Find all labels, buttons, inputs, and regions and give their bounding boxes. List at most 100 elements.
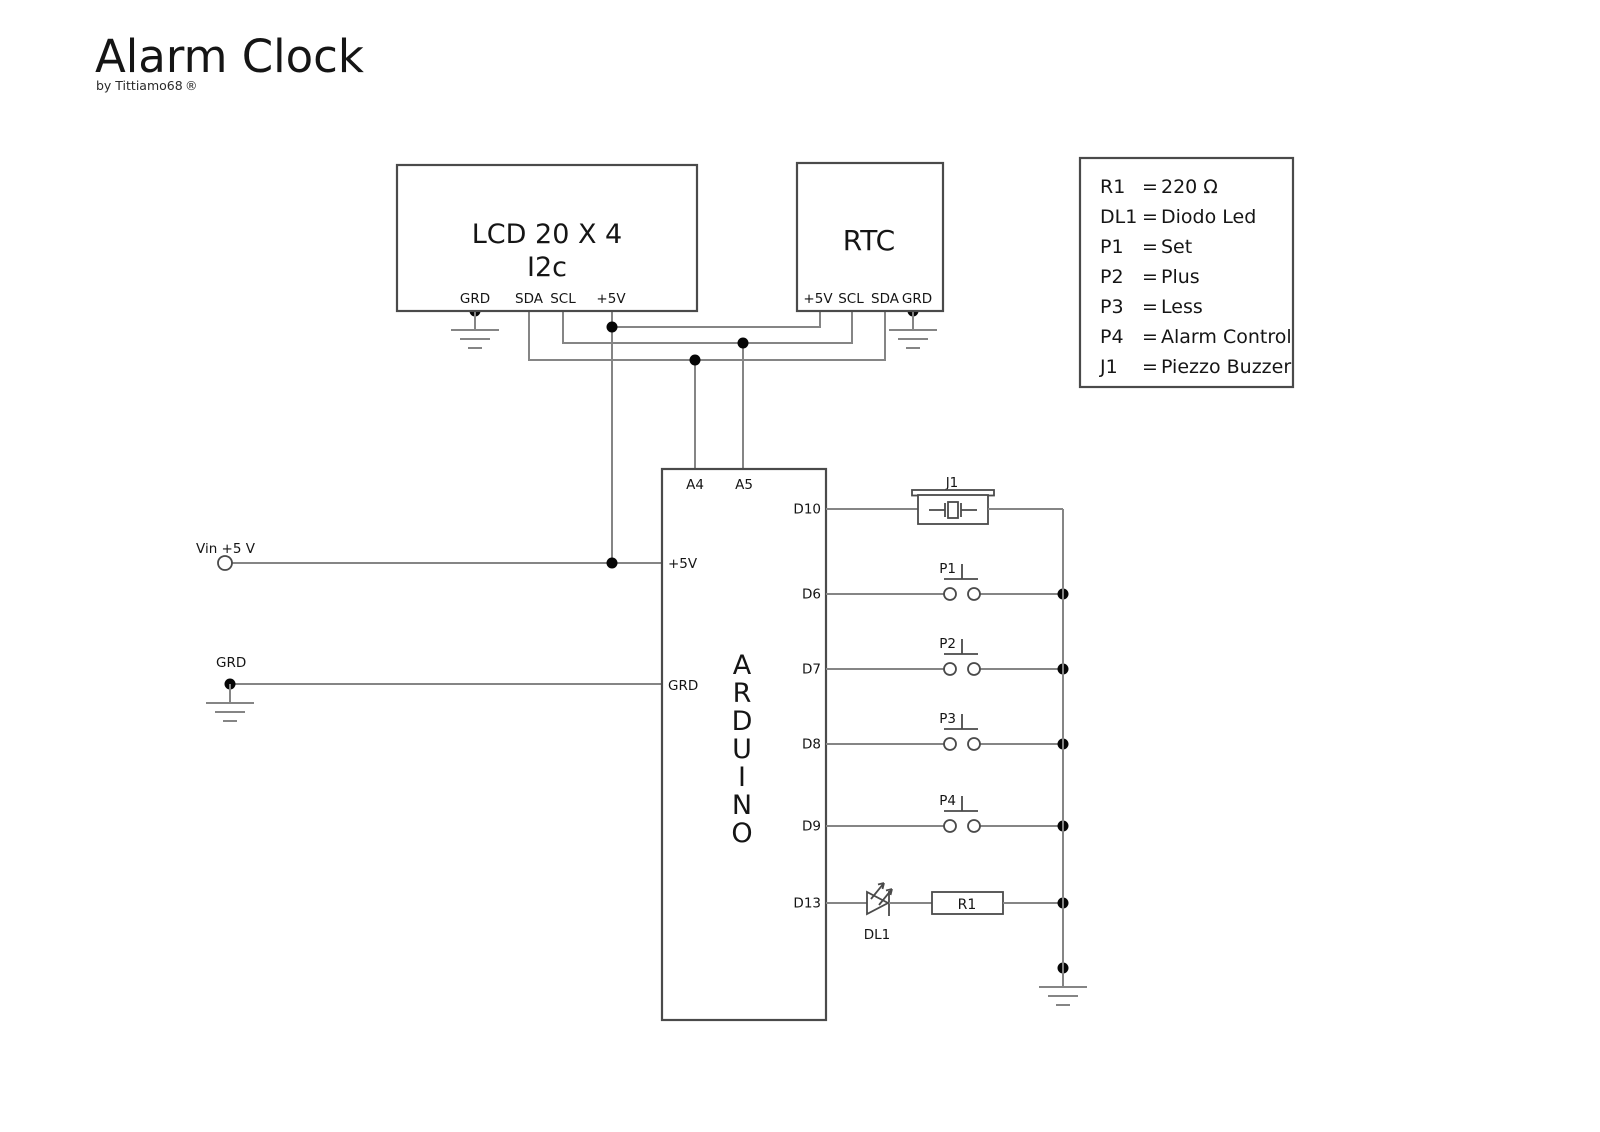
arduino-pin-d10: D10 — [793, 502, 821, 518]
arduino-letter: D — [732, 706, 753, 737]
legend-eq: = — [1142, 266, 1158, 288]
grd-input: GRD — [216, 655, 246, 671]
ground-icon — [206, 684, 254, 722]
arduino-pin-grd: GRD — [668, 678, 698, 694]
button-label: P2 — [939, 636, 956, 652]
led-dl1: DL1 — [826, 882, 932, 943]
resistor-label: R1 — [958, 897, 977, 913]
rtc-title: RTC — [843, 224, 895, 257]
lcd-title: LCD 20 X 4 — [472, 219, 622, 250]
led-label: DL1 — [864, 927, 891, 943]
lcd-pin-5v: +5V — [596, 291, 626, 307]
legend-name: P4 — [1100, 326, 1124, 348]
rtc-pin-scl: SCL — [838, 291, 864, 307]
lcd-pin-grd: GRD — [460, 291, 490, 307]
button-p3: P3 — [826, 711, 1069, 751]
rtc-module: RTC +5V SCL SDA GRD — [795, 161, 945, 313]
legend-name: DL1 — [1100, 206, 1137, 228]
lcd-pin-sda: SDA — [515, 291, 544, 307]
junction-dot — [606, 321, 618, 333]
legend-eq: = — [1142, 296, 1158, 318]
lcd-module: LCD 20 X 4 I2c GRD SDA SCL +5V — [395, 163, 699, 313]
wire-net-ground-left — [224, 678, 662, 690]
legend-value: Piezzo Buzzer — [1161, 356, 1291, 378]
legend-value: Less — [1161, 296, 1203, 318]
page-title: Alarm Clock — [95, 30, 364, 83]
rtc-box — [795, 161, 945, 313]
button-label: P4 — [939, 793, 956, 809]
button-actuator-icon — [944, 639, 978, 655]
junction-dot — [737, 337, 749, 349]
ground-icon — [451, 311, 499, 349]
arduino-letter: O — [731, 818, 752, 849]
button-p4: P4 — [826, 793, 1069, 833]
legend-name: P2 — [1100, 266, 1124, 288]
wire-scl-lcd-to-rtc — [562, 311, 853, 344]
legend-row: DL1 = Diodo Led — [1100, 206, 1256, 228]
button-contact-icon — [967, 819, 981, 833]
button-contact-icon — [943, 819, 957, 833]
rtc-pin-5v: +5V — [803, 291, 833, 307]
vin-terminal-icon — [217, 555, 233, 571]
arduino-letter: U — [732, 734, 752, 765]
legend-value: 220 Ω — [1161, 176, 1218, 198]
arduino-letter: I — [738, 762, 746, 793]
grd-label: GRD — [216, 655, 246, 671]
lcd-subtitle: I2c — [527, 252, 567, 283]
legend-eq: = — [1142, 206, 1158, 228]
ground-icon — [889, 311, 937, 349]
button-contact-icon — [967, 662, 981, 676]
legend-eq: = — [1142, 236, 1158, 258]
arduino-pin-d13: D13 — [793, 896, 821, 912]
arduino-letter: A — [733, 650, 752, 681]
arduino-pin-d9: D9 — [802, 819, 821, 835]
arduino-pin-d8: D8 — [802, 737, 821, 753]
rtc-pin-grd: GRD — [902, 291, 932, 307]
button-p1: P1 — [826, 561, 1069, 601]
button-label: P1 — [939, 561, 956, 577]
legend-row: P4 = Alarm Control — [1100, 326, 1292, 348]
vin-input: Vin +5 V — [196, 541, 256, 571]
junction-dot — [689, 354, 701, 366]
legend-box — [1078, 156, 1295, 389]
wire-net-scl — [562, 311, 853, 469]
header: Alarm Clock by Tittiamo68 ® — [95, 30, 364, 93]
legend-name: J1 — [1099, 356, 1118, 378]
arduino-letter: R — [733, 678, 752, 709]
led-emission-arrows-icon — [870, 882, 893, 906]
legend-name: P3 — [1100, 296, 1124, 318]
button-actuator-icon — [944, 796, 978, 812]
arduino-pin-5v: +5V — [668, 556, 698, 572]
button-actuator-icon — [944, 714, 978, 730]
arduino-letter: N — [732, 790, 752, 821]
button-contact-icon — [943, 662, 957, 676]
junction-dot — [606, 557, 618, 569]
lcd-pin-scl: SCL — [550, 291, 576, 307]
legend-row: P3 = Less — [1100, 296, 1203, 318]
arduino-pin-a4: A4 — [686, 477, 704, 493]
legend-row: R1 = 220 Ω — [1100, 176, 1218, 198]
legend-value: Alarm Control — [1161, 326, 1292, 348]
lcd-box — [395, 163, 699, 313]
arduino-pin-d7: D7 — [802, 662, 821, 678]
arduino-box — [660, 467, 828, 1022]
arduino-pin-d6: D6 — [802, 587, 821, 603]
arduino-name-vertical: A R D U I N O — [731, 650, 752, 849]
ground-symbol-left — [206, 684, 254, 722]
wire-sda-lcd-to-rtc — [528, 311, 886, 361]
legend: R1 = 220 Ω DL1 = Diodo Led P1 = Set P2 =… — [1078, 156, 1295, 389]
button-contact-icon — [943, 587, 957, 601]
legend-value: Set — [1161, 236, 1192, 258]
ground-icon — [1039, 968, 1087, 1006]
button-p2: P2 — [826, 636, 1069, 676]
legend-eq: = — [1142, 326, 1158, 348]
legend-name: P1 — [1100, 236, 1124, 258]
buzzer-crystal-box-icon — [947, 501, 959, 519]
legend-eq: = — [1142, 356, 1158, 378]
buzzer-label: J1 — [945, 475, 959, 491]
legend-row: P1 = Set — [1100, 236, 1192, 258]
vin-label: Vin +5 V — [196, 541, 256, 557]
legend-eq: = — [1142, 176, 1158, 198]
